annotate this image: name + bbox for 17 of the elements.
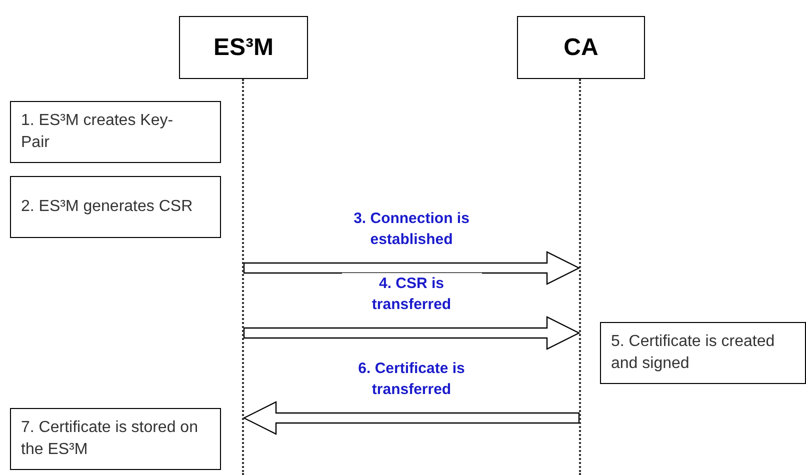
block-arrow bbox=[243, 316, 580, 350]
lifeline-header-box bbox=[179, 16, 308, 79]
lifeline bbox=[242, 79, 244, 475]
step-box bbox=[600, 322, 806, 384]
participant-name: ES³M bbox=[214, 34, 274, 62]
step-text: 5. Certificate is created and signed bbox=[611, 332, 776, 374]
lifeline-header-box bbox=[517, 16, 645, 79]
step-text: 1. ES³M creates Key-Pair bbox=[21, 111, 174, 153]
step-text: 7. Certificate is stored on the ES³M bbox=[21, 418, 199, 460]
participant-name: CA bbox=[564, 34, 598, 62]
block-arrow bbox=[242, 401, 580, 435]
step-box bbox=[10, 176, 221, 238]
step-box bbox=[10, 408, 221, 470]
step-box bbox=[10, 101, 221, 163]
step-text: 2. ES³M generates CSR bbox=[21, 197, 193, 217]
lifeline bbox=[579, 79, 581, 475]
block-arrow bbox=[243, 251, 580, 285]
